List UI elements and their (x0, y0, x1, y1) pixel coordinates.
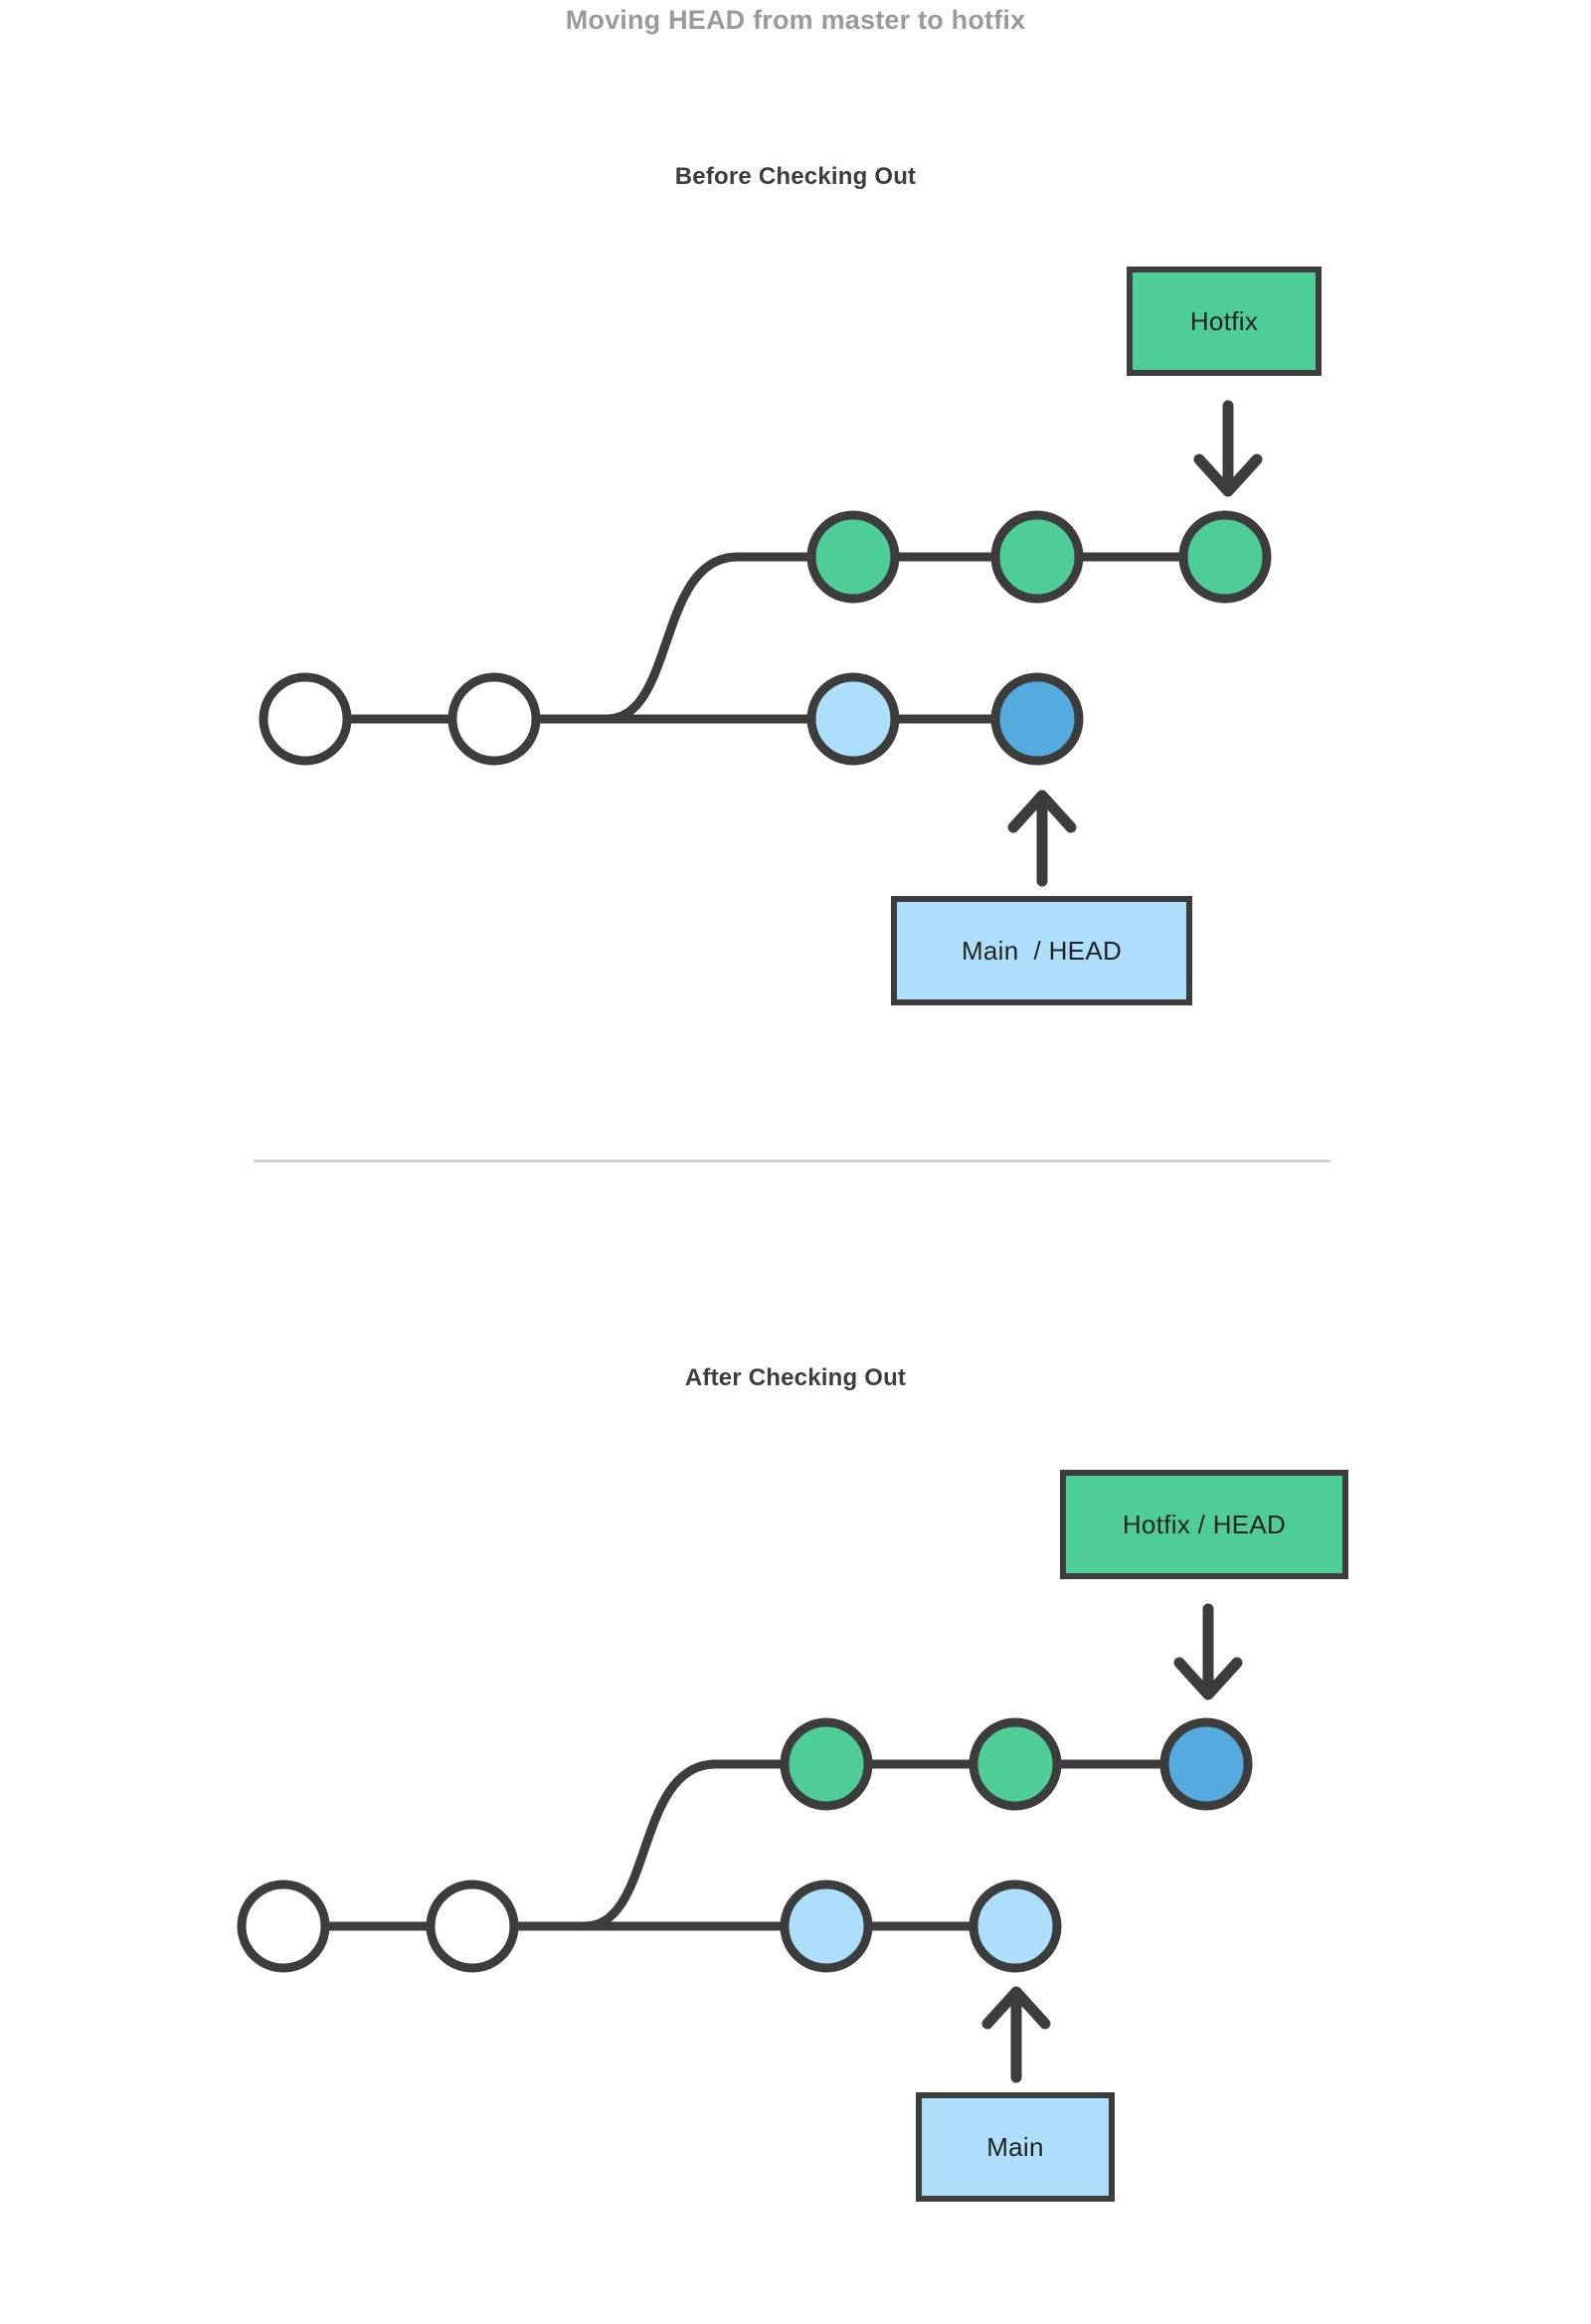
edges-after (320, 1759, 1169, 1931)
edge-branch-curve (580, 1759, 721, 1931)
main-up-arrow-icon (1007, 790, 1077, 887)
section-heading-before: Before Checking Out (674, 163, 917, 190)
section-divider (254, 1160, 1330, 1162)
commit-node-main-1 (259, 672, 352, 766)
commit-node-hotfix-2 (990, 510, 1084, 604)
commit-node-main-head (990, 672, 1084, 766)
commit-node-hotfix-3 (1178, 510, 1272, 604)
hotfix-down-arrow-icon (1173, 1603, 1243, 1700)
commit-node-hotfix-1 (806, 510, 900, 604)
nodes-before (259, 510, 1272, 766)
commit-node-main-2 (447, 672, 541, 766)
commit-node-main-2 (426, 1879, 519, 1973)
section-heading-after: After Checking Out (684, 1364, 907, 1391)
edges-before (342, 552, 1188, 724)
branch-label-main-head-before[interactable]: Main / HEAD (891, 896, 1192, 1005)
commit-node-hotfix-1 (780, 1717, 873, 1811)
branch-label-main-after[interactable]: Main (916, 2092, 1115, 2202)
hotfix-down-arrow-icon (1193, 400, 1263, 497)
commit-node-hotfix-head (1159, 1717, 1253, 1811)
branch-label-hotfix-before[interactable]: Hotfix (1127, 267, 1322, 376)
commit-node-main-3 (806, 672, 900, 766)
commit-node-main-4 (969, 1879, 1062, 1973)
page-title: Moving HEAD from master to hotfix (565, 5, 1026, 35)
edge-branch-curve (602, 552, 743, 724)
branch-label-hotfix-head-after[interactable]: Hotfix / HEAD (1060, 1470, 1348, 1579)
commit-node-hotfix-2 (969, 1717, 1062, 1811)
main-up-arrow-icon (981, 1986, 1051, 2083)
commit-node-main-3 (780, 1879, 873, 1973)
commit-node-main-1 (237, 1879, 330, 1973)
nodes-after (237, 1717, 1253, 1973)
